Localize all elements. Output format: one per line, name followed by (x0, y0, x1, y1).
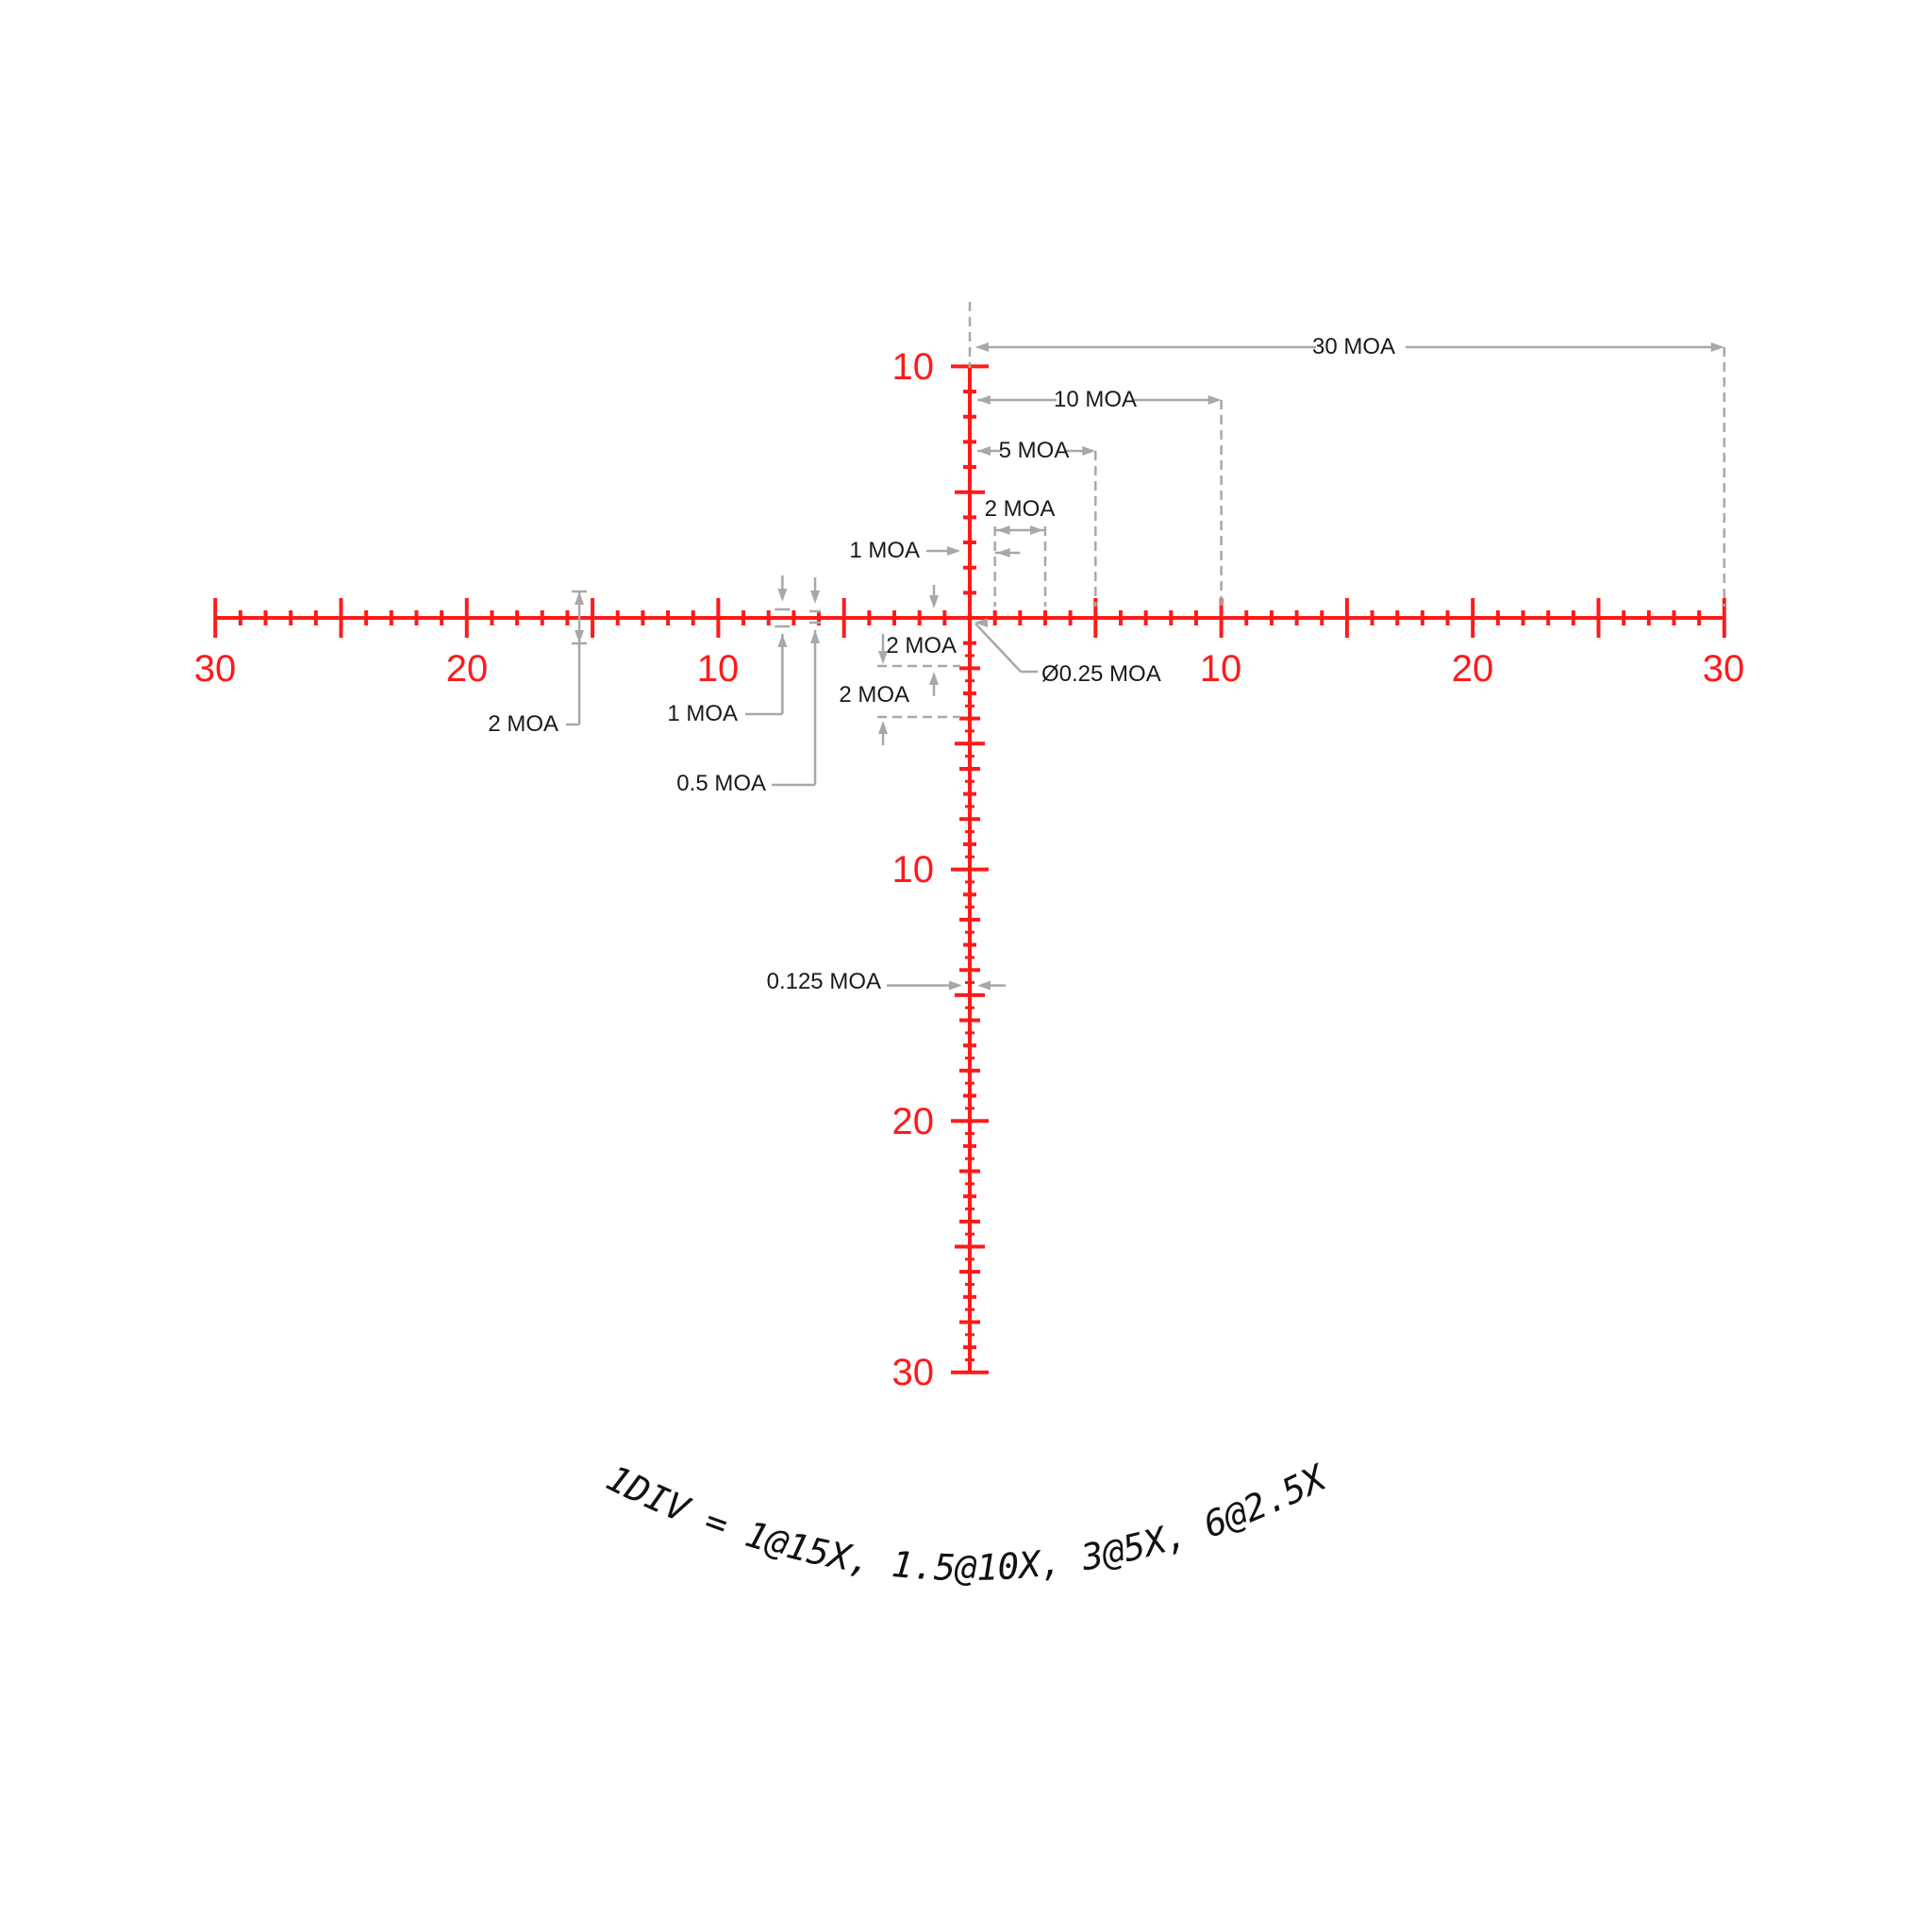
division-caption-path: 1DIV = 1@15X, 1.5@10X, 3@5X, 6@2.5X (600, 1456, 1334, 1589)
dim-05-left-arrow-up (810, 630, 821, 643)
dim-2-left-arrow-down (575, 630, 585, 643)
dim-2-left-arrow-up (575, 591, 585, 605)
centre-dot (966, 614, 974, 622)
dim-30-arrow-left (975, 342, 989, 352)
v-label-top-10: 10 (892, 346, 935, 388)
h-label-right-30: 30 (1703, 648, 1745, 690)
dim-0125-moa-label: 0.125 MOA (767, 969, 881, 994)
v-label-bottom-20: 20 (892, 1101, 935, 1142)
dim-dot-diameter-label: Ø0.25 MOA (1041, 661, 1161, 687)
dim-30-moa-label: 30 MOA (1312, 334, 1395, 359)
dim-1-left-arrow-up (777, 634, 788, 647)
v-label-bottom-30: 30 (892, 1352, 935, 1393)
division-caption: 1DIV = 1@15X, 1.5@10X, 3@5X, 6@2.5X (600, 1456, 1334, 1589)
dim-0125-arrow-right (977, 980, 991, 991)
dim-1-moa-upper-arrow (947, 546, 960, 556)
dimension-line (974, 623, 1022, 673)
dim-05-moa-left-label: 0.5 MOA (676, 771, 766, 796)
dim-10-arrow-right (1208, 395, 1222, 405)
dim-5-arrow-left (977, 446, 991, 456)
reticle-lines (213, 364, 1726, 1374)
dim-2-moa-left-label: 2 MOA (488, 711, 558, 737)
dim-1-upper-arrow (996, 548, 1010, 558)
dim-2-upper-arrow-left (996, 525, 1010, 535)
v-label-bottom-10: 10 (892, 849, 935, 891)
dim-2-lower-arrow-up2 (878, 721, 888, 734)
dimension-lines (566, 302, 1726, 991)
dim-1-moa-left-label: 1 MOA (667, 701, 738, 726)
dim-2-moa-lower-right-label: 2 MOA (886, 633, 957, 658)
dim-2-lower-arrow-down (878, 651, 888, 664)
dim-1-moa-upper-down-arrow (929, 595, 939, 608)
h-label-left-20: 20 (446, 648, 489, 690)
dim-30-arrow-right (1710, 342, 1724, 352)
h-label-left-10: 10 (697, 648, 740, 690)
dim-5-arrow-right (1082, 446, 1096, 456)
dim-2-lower-arrow-up (929, 672, 939, 685)
dim-10-moa-label: 10 MOA (1054, 387, 1137, 412)
dim-dot-arrow (974, 618, 988, 627)
dim-2-upper-arrow-right (1029, 525, 1043, 535)
dim-1-left-arrow-down (777, 589, 788, 602)
dim-5-moa-label: 5 MOA (999, 438, 1070, 463)
dim-2-moa-lower-label: 2 MOA (839, 682, 909, 708)
dim-2-moa-upper-label: 2 MOA (985, 496, 1056, 522)
h-label-left-30: 30 (194, 648, 237, 690)
h-label-right-20: 20 (1452, 648, 1494, 690)
dim-1-moa-upper-label: 1 MOA (849, 538, 920, 563)
h-label-right-10: 10 (1200, 648, 1242, 690)
dim-10-arrow-left (977, 395, 991, 405)
dim-05-left-arrow-down (810, 591, 821, 604)
dim-0125-arrow-left (949, 980, 962, 991)
